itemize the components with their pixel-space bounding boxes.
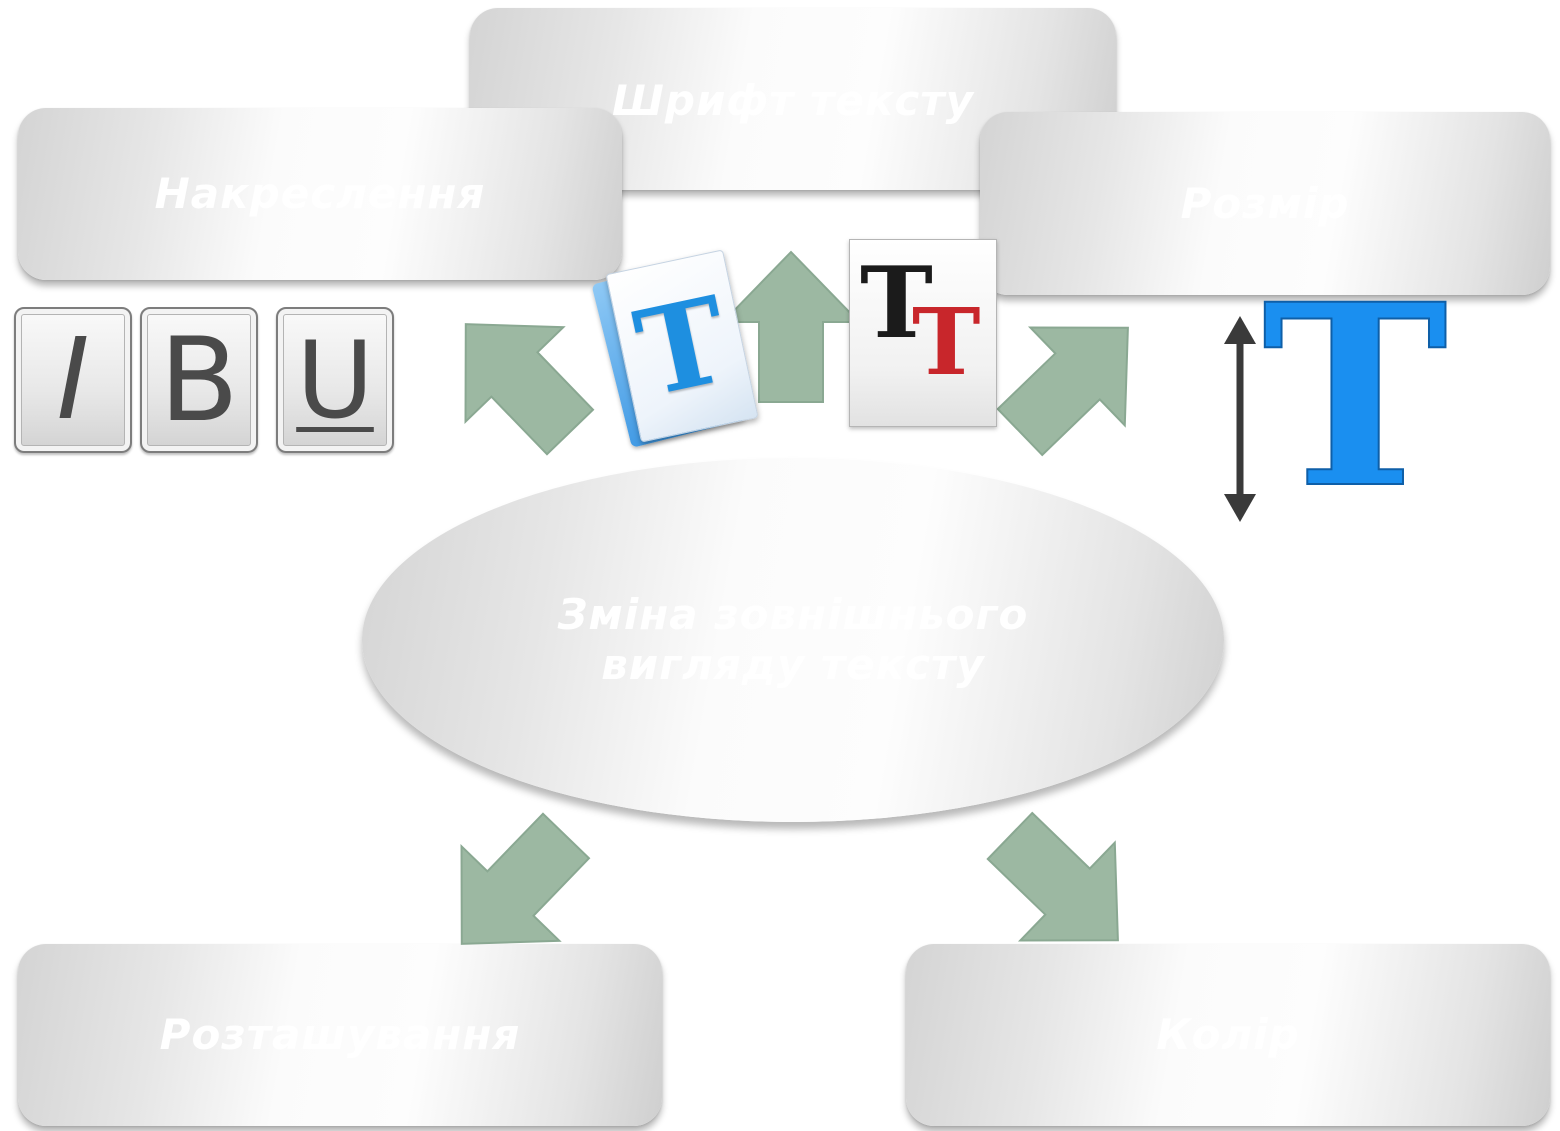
node-font-label: Шрифт тексту bbox=[612, 76, 974, 125]
bold-key-icon: B bbox=[140, 307, 258, 453]
node-placement: Розташування bbox=[18, 944, 662, 1126]
italic-key-glyph: I bbox=[56, 315, 90, 445]
arrow-to-color bbox=[961, 786, 1167, 991]
font-pair-black-glyph: T bbox=[860, 246, 933, 361]
node-color-label: Колір bbox=[1156, 1010, 1300, 1059]
arrow-to-placement bbox=[411, 787, 616, 993]
underline-key-glyph: U bbox=[296, 318, 374, 442]
node-placement-label: Розташування bbox=[159, 1010, 521, 1059]
arrow-to-style bbox=[415, 275, 620, 481]
font-pair-red-glyph: T bbox=[912, 288, 981, 396]
size-double-arrow-icon bbox=[1224, 316, 1256, 522]
center-node: Зміна зовнішнього вигляду тексту bbox=[362, 458, 1224, 822]
node-size-label: Розмір bbox=[1180, 178, 1350, 228]
font-document-icon: T bbox=[591, 249, 759, 448]
font-size-glyph: T bbox=[1261, 249, 1449, 543]
bold-key-glyph: B bbox=[159, 312, 239, 448]
arrow-to-size bbox=[971, 277, 1177, 482]
italic-key-icon: I bbox=[14, 307, 132, 453]
font-pair-icon: T T bbox=[849, 239, 997, 427]
underline-key-icon: U bbox=[276, 307, 394, 453]
node-size: Розмір bbox=[980, 112, 1550, 295]
center-node-label: Зміна зовнішнього вигляду тексту bbox=[557, 590, 1029, 689]
node-style-label: Накреслення bbox=[154, 169, 486, 218]
node-color: Колір bbox=[906, 944, 1550, 1126]
font-size-icon: T bbox=[1210, 265, 1460, 530]
node-style: Накреслення bbox=[18, 108, 622, 280]
font-document-glyph: T bbox=[624, 268, 740, 424]
